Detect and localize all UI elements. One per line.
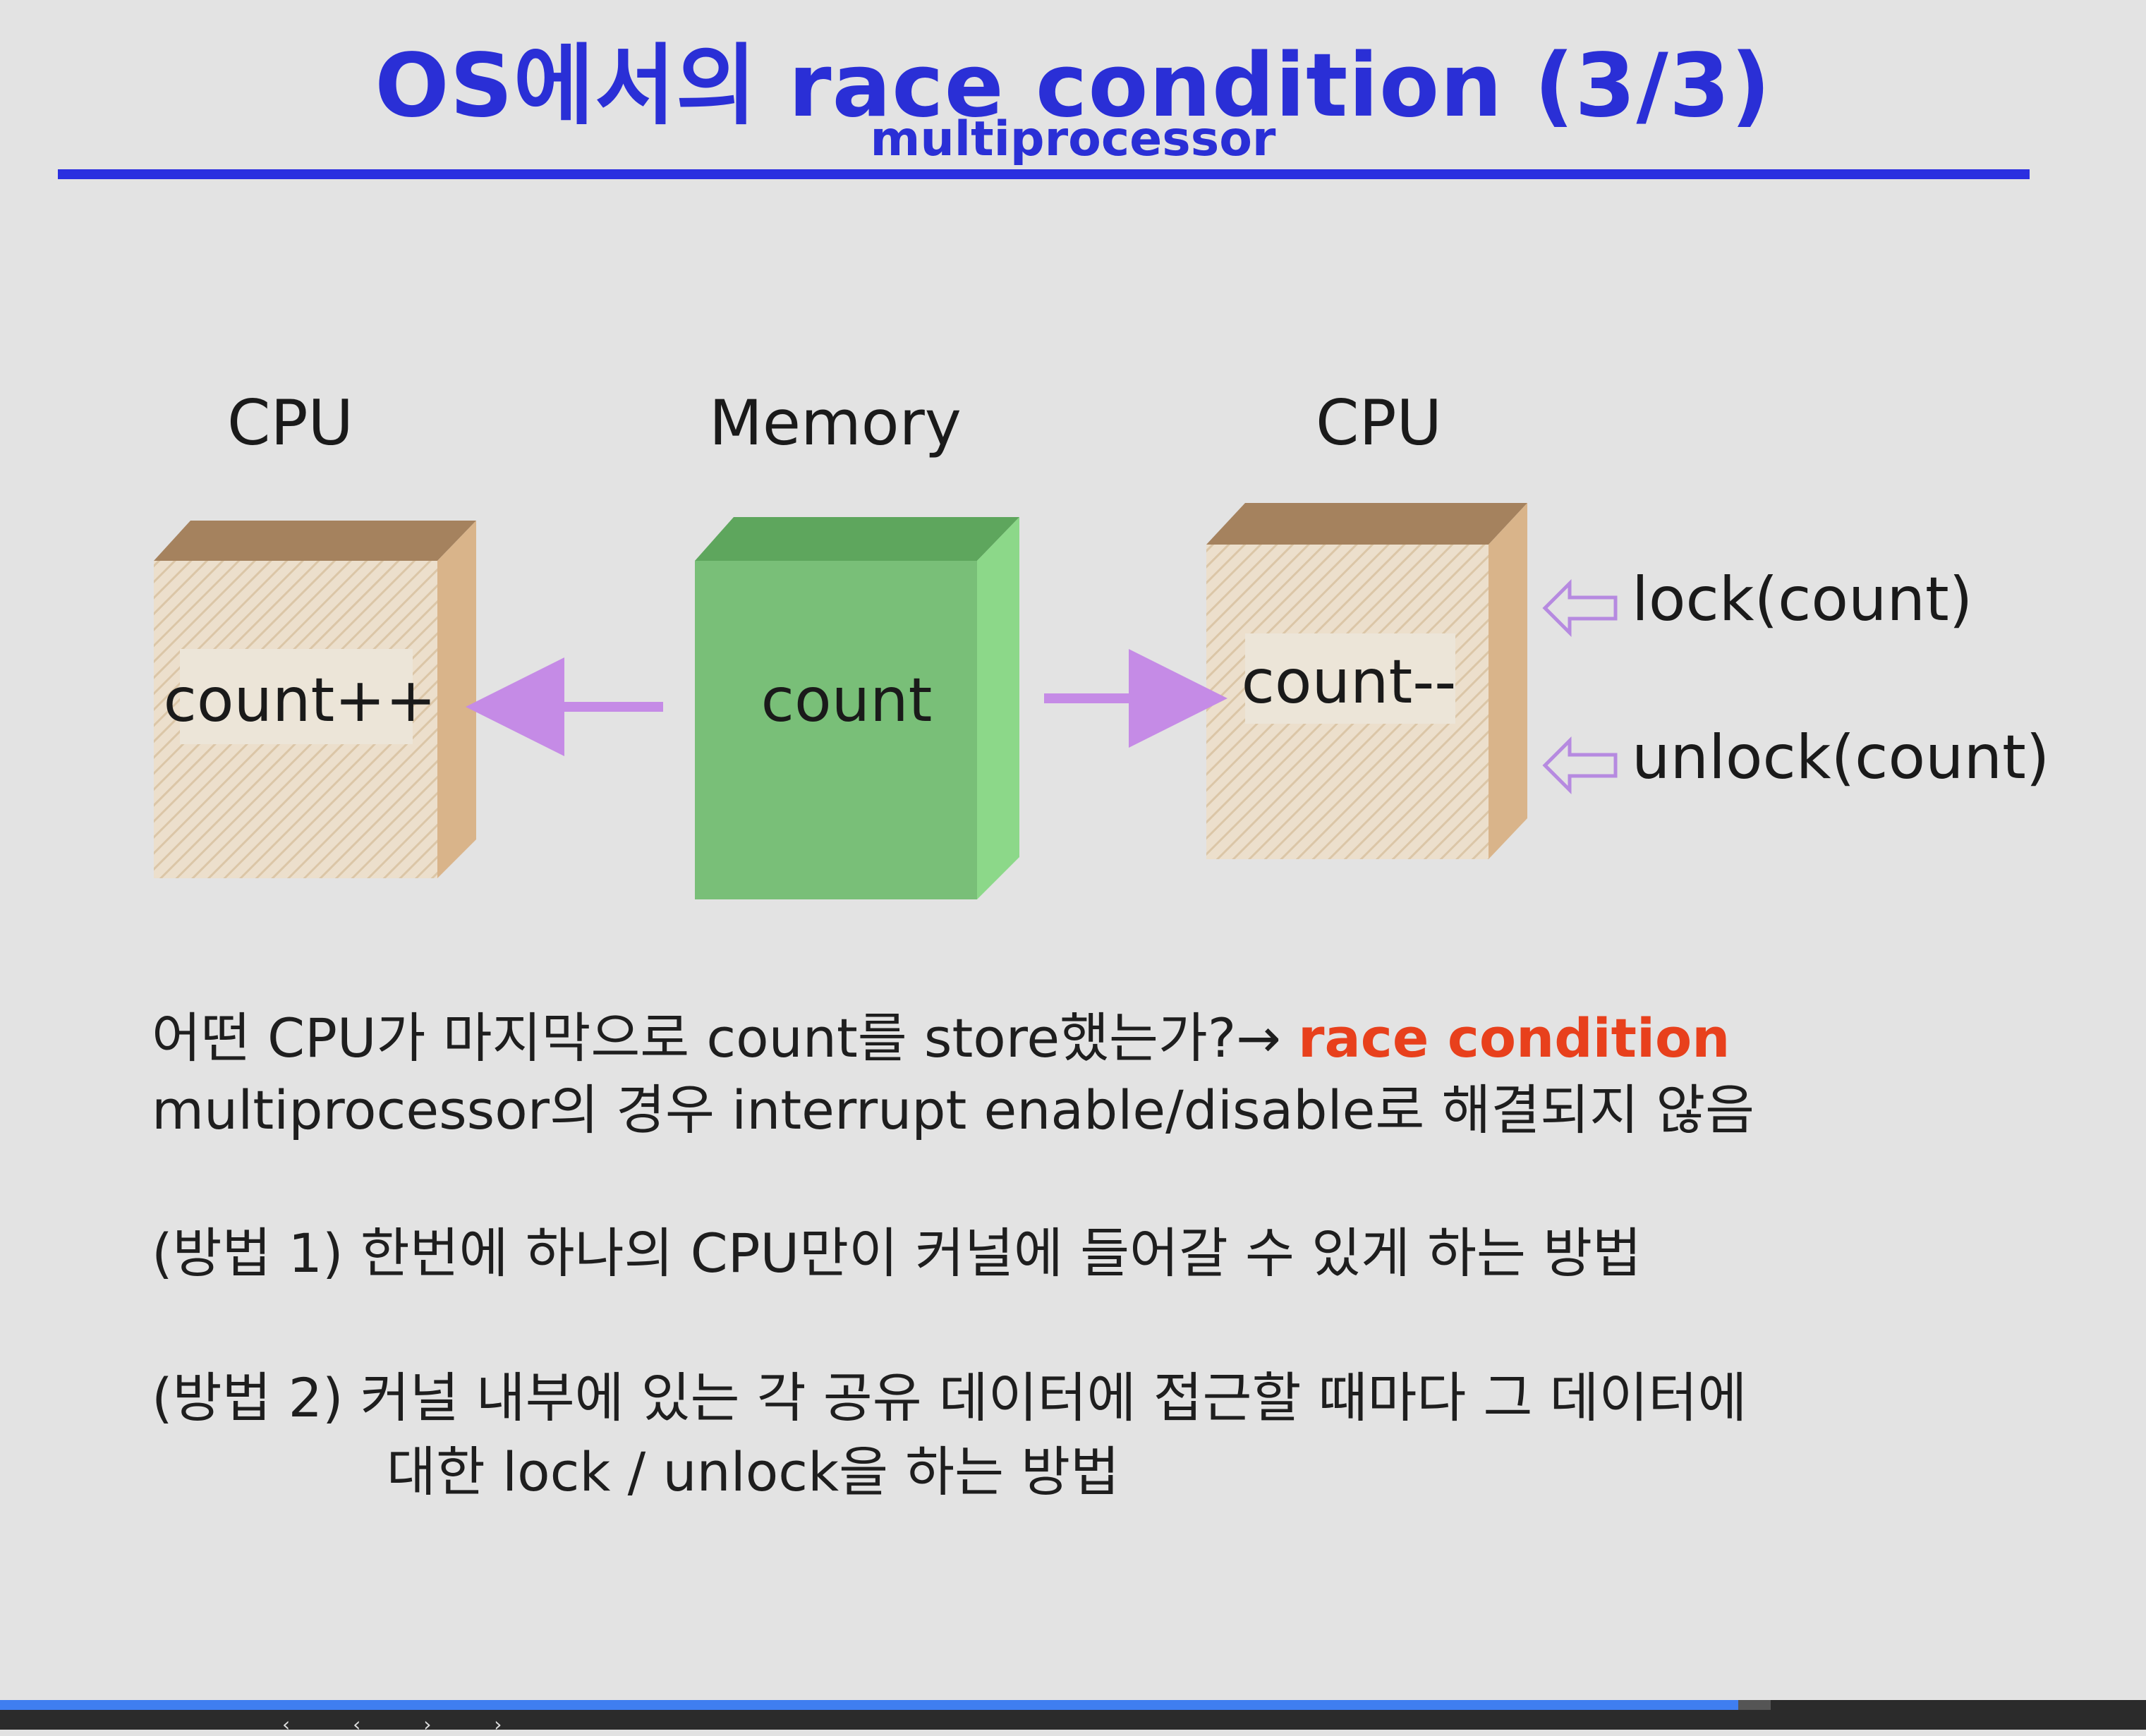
right-cpu-label: CPU: [1316, 387, 1442, 459]
video-progress-bar[interactable]: [0, 1700, 1739, 1710]
memory-top: [695, 517, 1019, 561]
lock-arrow-icon: [1542, 578, 1618, 638]
left-cpu-text: count++: [164, 665, 437, 736]
memory-text: count: [761, 665, 933, 736]
right-cpu-text: count--: [1242, 647, 1457, 717]
left-cpu-text-bg: [180, 649, 413, 744]
unlock-label: unlock(count): [1632, 722, 2050, 793]
unlock-arrow-icon: [1542, 736, 1618, 795]
right-cpu-text-bg: [1245, 633, 1455, 724]
lock-label: lock(count): [1632, 564, 1973, 635]
right-cpu-cube: count--: [1206, 503, 1527, 859]
race-condition-highlight: race condition: [1298, 1007, 1730, 1069]
right-cpu-side: [1489, 503, 1527, 859]
slide-title: OS에서의 race condition (3/3): [375, 35, 1771, 137]
memory-label: Memory: [709, 387, 962, 459]
method-2-line-2: 대한 lock / unlock을 하는 방법: [387, 1440, 1120, 1503]
right-cpu-top: [1206, 503, 1527, 545]
left-cpu-label: CPU: [227, 387, 353, 459]
title-underline: [58, 169, 2030, 179]
player-controls[interactable]: ‹ ‹ › ›: [282, 1713, 531, 1736]
method-2-line-1: (방법 2) 커널 내부에 있는 각 공유 데이터에 접근할 때마다 그 데이터…: [152, 1366, 1747, 1429]
body-line-1: 어떤 CPU가 마지막으로 count를 store했는가?→ race con…: [152, 995, 1730, 1072]
method-1: (방법 1) 한번에 하나의 CPU만이 커널에 들어갈 수 있게 하는 방법: [152, 1222, 1642, 1285]
race-diagram: count++ count count--: [154, 503, 1618, 899]
slide-subtitle: multiprocessor: [870, 111, 1276, 167]
left-cpu-cube: count++: [154, 521, 476, 878]
memory-front: [695, 561, 977, 899]
body-line-2: multiprocessor의 경우 interrupt enable/disa…: [152, 1079, 1755, 1141]
video-progress-remaining[interactable]: [1738, 1700, 1771, 1710]
memory-side: [977, 517, 1019, 899]
memory-cube: count: [695, 517, 1019, 899]
left-cpu-top: [154, 521, 476, 561]
slide: OS에서의 race condition (3/3) multiprocesso…: [58, 35, 2050, 1503]
left-cpu-side: [437, 521, 476, 878]
body-line-1-text: 어떤 CPU가 마지막으로 count를 store했는가?→: [152, 1007, 1299, 1069]
